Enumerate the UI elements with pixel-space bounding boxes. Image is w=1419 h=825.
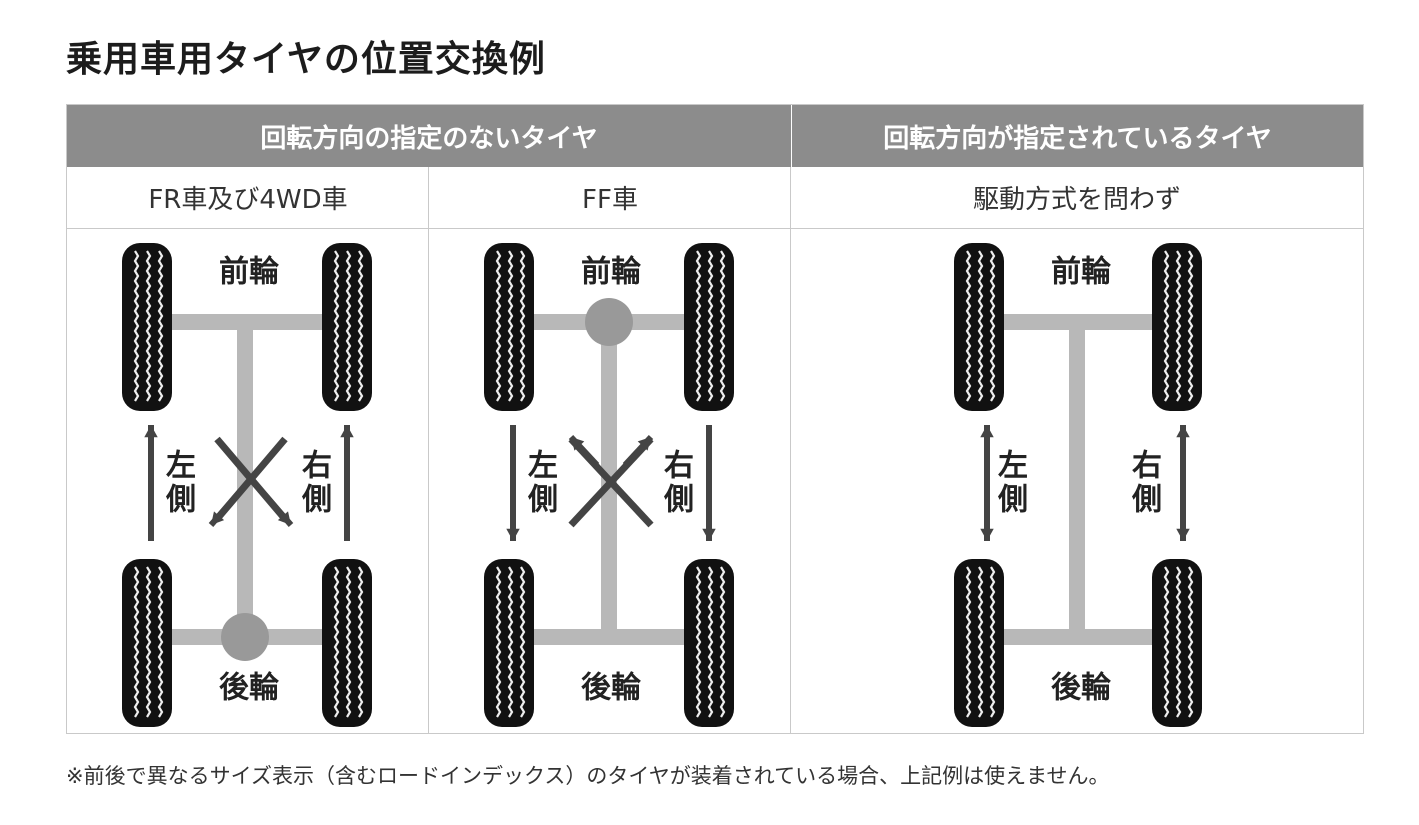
tire-rear-left [954, 559, 1004, 727]
right-side-label-2: 側 [301, 483, 332, 518]
left-side-label-2: 側 [527, 483, 558, 518]
front-wheel-label: 前輪 [219, 255, 280, 290]
tread-groove [345, 250, 352, 402]
tread-groove [989, 566, 996, 718]
footnote: ※前後で異なるサイズ表示（含むロードインデックス）のタイヤが装着されている場合、… [66, 764, 1110, 788]
diagram-directional: 前輪後輪左側右側 [791, 229, 1363, 733]
tire-front-right [684, 243, 734, 411]
center-shaft [237, 322, 253, 637]
front-wheel-label: 前輪 [581, 255, 642, 290]
left-front-to-rear-arrow-head [506, 528, 520, 541]
right-rear-to-front-arrow-head [340, 425, 354, 438]
right-swap-arrow-head-2 [1176, 425, 1190, 438]
tread-groove [1187, 250, 1194, 402]
left-side-label-2: 側 [997, 483, 1028, 518]
tread-groove [519, 250, 526, 402]
tread-groove [133, 250, 140, 402]
left-side-label-2: 側 [165, 483, 196, 518]
tread-groove [989, 250, 996, 402]
rear-differential [221, 613, 269, 661]
diagram-fr-4wd: 前輪後輪左側右側 [67, 229, 429, 733]
tread-groove [157, 566, 164, 718]
column-divider-1 [428, 167, 429, 733]
tread-groove [1175, 250, 1182, 402]
tire-rotation-table: 回転方向の指定のないタイヤ 回転方向が指定されているタイヤ FR車及び4WD車 … [66, 104, 1364, 734]
page-title: 乗用車用タイヤの位置交換例 [66, 39, 546, 80]
rear-wheel-label: 後輪 [581, 671, 642, 706]
tread-groove [965, 566, 972, 718]
right-side-label-1: 右 [302, 449, 332, 484]
tire-rear-left [122, 559, 172, 727]
tread-groove [345, 566, 352, 718]
tread-groove [1187, 566, 1194, 718]
tire-rear-left [484, 559, 534, 727]
tread-groove [1175, 566, 1182, 718]
header-direction: 回転方向が指定されているタイヤ [792, 105, 1363, 167]
tire-front-right [322, 243, 372, 411]
tread-groove [495, 566, 502, 718]
right-side-label-2: 側 [1131, 483, 1162, 518]
rear-left-to-front-right-arrow-head [637, 437, 651, 451]
right-side-label-1: 右 [664, 449, 694, 484]
front-right-to-rear-left-arrow-head [211, 511, 225, 525]
header-divider [791, 105, 792, 167]
rear-wheel-label: 後輪 [219, 671, 280, 706]
right-front-to-rear-arrow-head [702, 528, 716, 541]
tire-front-left [954, 243, 1004, 411]
tread-groove [707, 250, 714, 402]
left-side-label-1: 左 [166, 449, 196, 484]
tread-groove [1163, 566, 1170, 718]
front-wheel-label: 前輪 [1051, 255, 1112, 290]
left-rear-to-front-arrow-head [144, 425, 158, 438]
tread-groove [707, 566, 714, 718]
tread-groove [719, 566, 726, 718]
tread-groove [519, 566, 526, 718]
tread-groove [133, 566, 140, 718]
subheader-ff: FF車 [429, 167, 791, 229]
tread-groove [333, 566, 340, 718]
tread-groove [1163, 250, 1170, 402]
right-swap-arrow-head [1176, 528, 1190, 541]
center-shaft [1069, 322, 1085, 637]
rear-wheel-label: 後輪 [1051, 671, 1112, 706]
header-no-direction: 回転方向の指定のないタイヤ [67, 105, 791, 167]
tread-groove [695, 566, 702, 718]
tread-groove [977, 566, 984, 718]
tire-front-left [122, 243, 172, 411]
tire-rear-right [684, 559, 734, 727]
front-differential [585, 298, 633, 346]
tread-groove [965, 250, 972, 402]
left-swap-arrow-head-2 [980, 425, 994, 438]
tread-groove [977, 250, 984, 402]
tread-groove [695, 250, 702, 402]
rear-right-to-front-left-arrow-head [571, 437, 585, 451]
tire-rear-right [322, 559, 372, 727]
left-side-label-1: 左 [998, 449, 1028, 484]
tread-groove [157, 250, 164, 402]
tread-groove [495, 250, 502, 402]
column-divider-2 [790, 167, 791, 733]
tread-groove [357, 250, 364, 402]
left-side-label-1: 左 [528, 449, 558, 484]
right-side-label-1: 右 [1132, 449, 1162, 484]
tread-groove [357, 566, 364, 718]
left-swap-arrow-head [980, 528, 994, 541]
tread-groove [145, 566, 152, 718]
tire-front-right [1152, 243, 1202, 411]
right-side-label-2: 側 [663, 483, 694, 518]
tread-groove [719, 250, 726, 402]
front-left-to-rear-right-arrow-head [277, 511, 291, 525]
subheader-any-drive: 駆動方式を問わず [791, 167, 1363, 229]
tread-groove [333, 250, 340, 402]
tire-rear-right [1152, 559, 1202, 727]
diagram-ff: 前輪後輪左側右側 [429, 229, 791, 733]
tread-groove [507, 566, 514, 718]
subheader-fr-4wd: FR車及び4WD車 [67, 167, 429, 229]
tread-groove [507, 250, 514, 402]
tread-groove [145, 250, 152, 402]
tire-front-left [484, 243, 534, 411]
